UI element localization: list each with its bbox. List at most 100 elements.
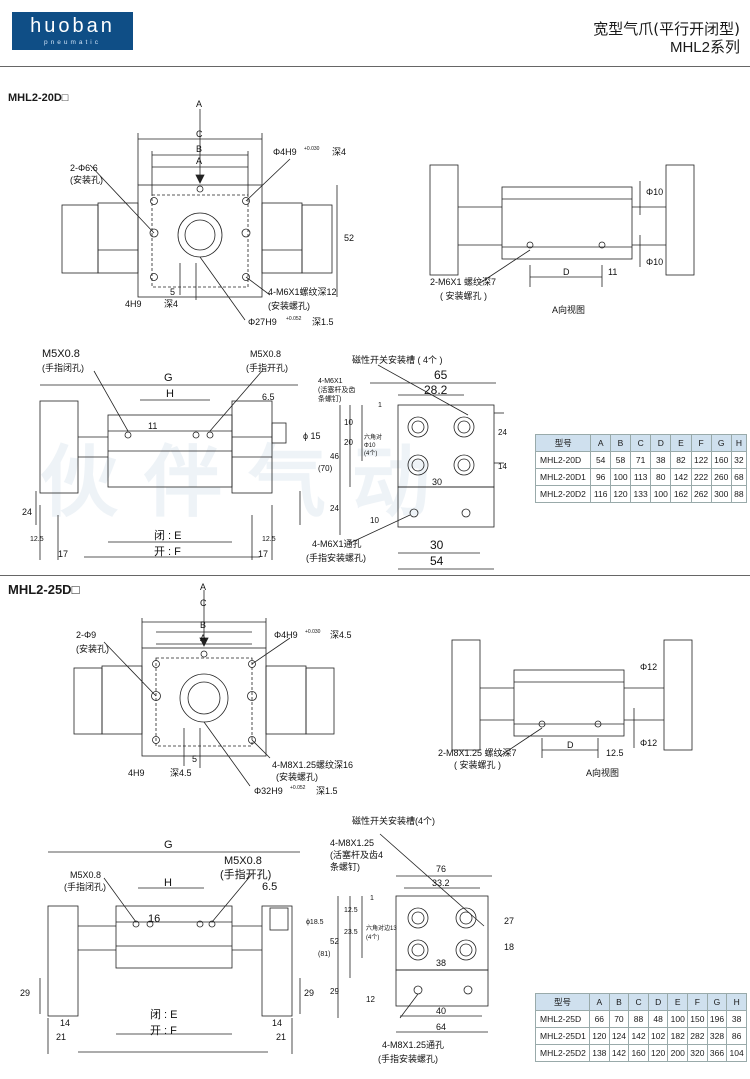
- s1-pin-tol: +0.030: [304, 146, 320, 152]
- s2-d21b: 21: [276, 1032, 286, 1042]
- col-b: B: [609, 434, 632, 452]
- cell: 366: [706, 1044, 728, 1062]
- s1-d1: 1: [378, 402, 382, 409]
- s1-d125b: 12.5: [262, 536, 276, 543]
- s2-dim-c: C: [200, 598, 207, 608]
- s1-d54: 54: [430, 554, 444, 568]
- s1-side-d: D: [563, 267, 570, 277]
- cell: 66: [589, 1010, 610, 1028]
- s2-pin-tol: +0.030: [305, 629, 321, 635]
- s2-d52: 52: [330, 937, 339, 946]
- s1-port-close-note: (手指闭孔): [42, 362, 84, 373]
- s1-d125: 12.5: [30, 536, 44, 543]
- s1-view-title: A向视图: [552, 304, 585, 315]
- s2-bore: Φ32H9: [254, 786, 283, 796]
- s2-bore-depth: 深1.5: [316, 786, 338, 796]
- s1-side-phi10a: Φ10: [646, 187, 663, 197]
- cell: MHL2-20D2: [534, 485, 592, 503]
- s1-side-11: 11: [608, 267, 617, 277]
- s2-d65: 6.5: [262, 881, 277, 893]
- s1-finger-thread: 4-M6X1通孔: [312, 539, 362, 549]
- header-divider: [0, 66, 750, 67]
- col-g: G: [710, 434, 732, 452]
- s2-d29c: 29: [330, 987, 339, 996]
- cell: 48: [647, 1010, 669, 1028]
- s1-arrow-a: A: [196, 99, 202, 109]
- cell: 262: [690, 485, 712, 503]
- s2-d40: 40: [436, 1006, 446, 1016]
- cell: 71: [630, 451, 652, 469]
- cell: MHL2-25D2: [534, 1044, 591, 1062]
- cell: 100: [650, 485, 672, 503]
- cell: 68: [730, 468, 748, 486]
- s1-d10: 10: [344, 418, 353, 427]
- s2-mount-hole-note: (安装孔): [76, 643, 109, 654]
- s2-piston-screw: 4-M8X1.25: [330, 838, 374, 848]
- s1-port-open-note: (手指开孔): [246, 362, 288, 373]
- s1-side-phi10b: Φ10: [646, 257, 663, 267]
- col-g: G: [706, 993, 728, 1011]
- cell: 80: [650, 468, 672, 486]
- s2-side-d: D: [567, 740, 574, 750]
- s1-d65w: 65: [434, 368, 448, 382]
- s1-hex3: (4个): [364, 450, 377, 457]
- s2-port-close-note: (手指闭孔): [64, 881, 106, 892]
- cell: 38: [650, 451, 672, 469]
- s2-d21a: 21: [56, 1032, 66, 1042]
- cell: 200: [667, 1044, 689, 1062]
- col-model: 型号: [534, 434, 592, 452]
- s2-d29: 29: [20, 988, 30, 998]
- cell: 32: [730, 451, 748, 469]
- drawing-mhl2-20: A C B A 2-Φ6.6 (安装孔) Φ4H9 +0.030 深4 52 5…: [22, 99, 695, 570]
- cell: 70: [608, 1010, 630, 1028]
- s2-thread: 4-M8X1.25螺纹深16: [272, 759, 353, 770]
- side-view-body: [513, 669, 625, 737]
- s1-pin-depth: 深4: [332, 147, 346, 157]
- cell: 100: [609, 468, 632, 486]
- s1-d30a: 30: [432, 477, 442, 487]
- s1-d24r: 24: [498, 428, 507, 437]
- s2-hex: 六角对边13: [366, 924, 397, 932]
- s2-side-125: 12.5: [606, 748, 624, 758]
- cell: 88: [730, 485, 748, 503]
- s1-side-thread: 2-M6X1 螺纹深7: [430, 276, 496, 287]
- page-series: MHL2系列: [669, 39, 740, 56]
- cell: 162: [670, 485, 692, 503]
- col-f: F: [687, 993, 708, 1011]
- cell: 300: [710, 485, 732, 503]
- cell: 160: [710, 451, 732, 469]
- s1-piston-note1: (活塞杆及齿: [318, 385, 355, 394]
- s1-hex: 六角对: [364, 433, 382, 441]
- s1-thread: 4-M6X1螺纹深12: [268, 286, 337, 297]
- col-a: A: [589, 993, 610, 1011]
- cell: 54: [590, 451, 611, 469]
- s2-piston-note1: (活塞杆及齿4: [330, 849, 383, 860]
- s1-d282: 28.2: [424, 383, 448, 397]
- s1-d10b: 10: [370, 516, 379, 525]
- s2-pin-hole: Φ4H9: [274, 630, 298, 640]
- s2-d81: (81): [318, 951, 330, 958]
- cell: 328: [706, 1027, 728, 1045]
- s1-piston-screw: 4-M6X1: [318, 378, 343, 385]
- s2-d125: 12.5: [344, 907, 358, 914]
- s2-thread-note: (安装螺孔): [276, 771, 318, 782]
- cell: 142: [670, 468, 692, 486]
- s1-d24b: 24: [330, 504, 339, 513]
- s2-switch-slot: 磁性开关安装槽(4个): [352, 815, 435, 826]
- s2-d235: 23.5: [344, 929, 358, 936]
- cell: 82: [670, 451, 692, 469]
- s2-offset5: 5: [192, 754, 197, 764]
- s1-bore-tol: +0.052: [286, 316, 302, 322]
- s2-d1: 1: [370, 895, 374, 902]
- cell: 222: [690, 468, 712, 486]
- cell: 102: [647, 1027, 669, 1045]
- s1-d17a: 17: [58, 549, 68, 559]
- s2-bottom-pin: 4H9: [128, 768, 145, 778]
- section-divider: [0, 575, 750, 576]
- cell: 120: [647, 1044, 669, 1062]
- s1-bottom-pin: 4H9: [125, 299, 142, 309]
- s1-dim-a: A: [196, 156, 202, 166]
- s1-pin-hole: Φ4H9: [273, 147, 297, 157]
